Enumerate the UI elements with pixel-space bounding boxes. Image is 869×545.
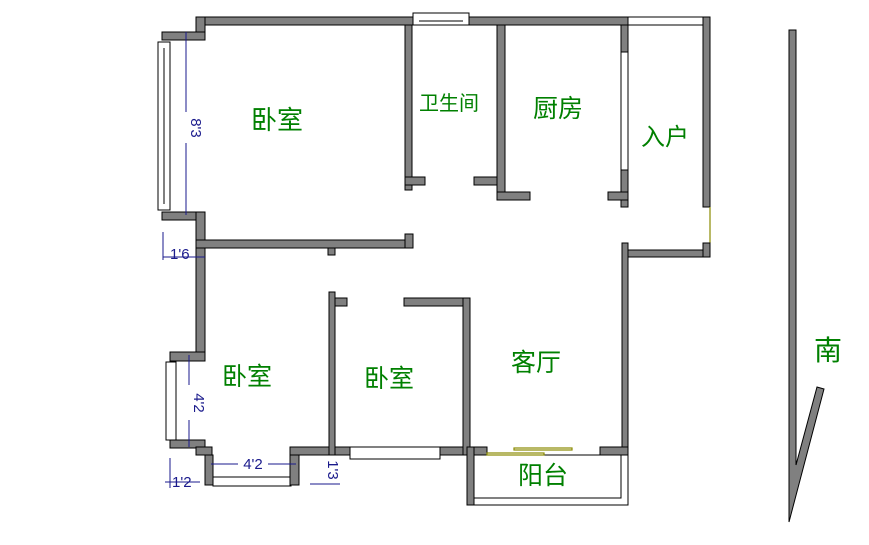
wall	[404, 233, 414, 249]
bathroom-left-wall	[404, 24, 413, 191]
wall	[620, 169, 629, 208]
walls	[157, 12, 711, 506]
dimension-lines	[162, 32, 340, 488]
second-bedroom-bottom-window	[212, 476, 292, 487]
sliding-door	[486, 447, 573, 456]
bathroom-right-wall	[496, 24, 506, 201]
wall	[473, 176, 498, 186]
wall	[607, 191, 629, 201]
wall	[204, 454, 214, 486]
living-right-wall	[621, 242, 629, 456]
entrance-right-wall	[702, 16, 711, 208]
wall	[169, 439, 206, 449]
entrance-top-window	[627, 16, 704, 26]
wall	[334, 297, 348, 307]
wall	[327, 247, 336, 256]
left-wall	[195, 211, 206, 358]
door-panel	[513, 447, 573, 451]
wall	[195, 446, 213, 456]
label-bathroom: 卫生间	[419, 91, 479, 115]
dim-second-side-window: 4'2	[190, 393, 207, 413]
third-bedroom-top-wall	[403, 297, 471, 307]
wall	[702, 242, 711, 258]
label-living-room: 客厅	[511, 348, 561, 377]
south-arrow-icon	[788, 29, 825, 523]
door-panel	[486, 452, 545, 456]
third-bedroom-window	[349, 446, 441, 460]
third-bedroom-right-wall	[462, 297, 471, 456]
label-second-bedroom: 卧室	[222, 362, 272, 391]
balcony-left-wall	[466, 446, 475, 506]
wall	[169, 351, 206, 362]
third-bedroom-left-wall	[328, 291, 336, 456]
dim-master-corner: 1'6	[170, 246, 190, 263]
wall	[496, 191, 531, 201]
dim-second-bottom-window: 4'2	[243, 456, 263, 473]
label-entrance: 入户	[641, 123, 689, 151]
dim-second-corner: 1'2	[172, 474, 192, 491]
bathroom-window	[412, 12, 470, 26]
compass-label: 南	[814, 334, 842, 367]
label-balcony: 阳台	[518, 461, 568, 490]
balcony-rail-inner	[473, 454, 622, 499]
master-bedroom-bottom-wall	[195, 239, 414, 249]
dim-third-offset: 1'3	[324, 460, 341, 480]
dimension-labels: 8'3 1'6 4'2 4'2 1'2 1'3	[170, 118, 341, 491]
wall	[599, 446, 629, 456]
wall	[620, 24, 629, 53]
label-master-bedroom: 卧室	[251, 106, 303, 136]
second-bedroom-side-window	[165, 361, 177, 441]
dim-master-window: 8'3	[187, 118, 204, 138]
room-labels: 卧室 卫生间 厨房 入户 卧室 卧室 客厅 阳台	[222, 91, 689, 490]
kitchen-window	[620, 51, 629, 171]
compass: 南	[788, 29, 842, 523]
top-wall	[195, 16, 629, 26]
label-kitchen: 厨房	[533, 94, 583, 123]
label-third-bedroom: 卧室	[364, 364, 414, 393]
wall	[161, 31, 206, 41]
wall	[404, 176, 426, 186]
entrance-bottom-wall	[621, 249, 711, 258]
